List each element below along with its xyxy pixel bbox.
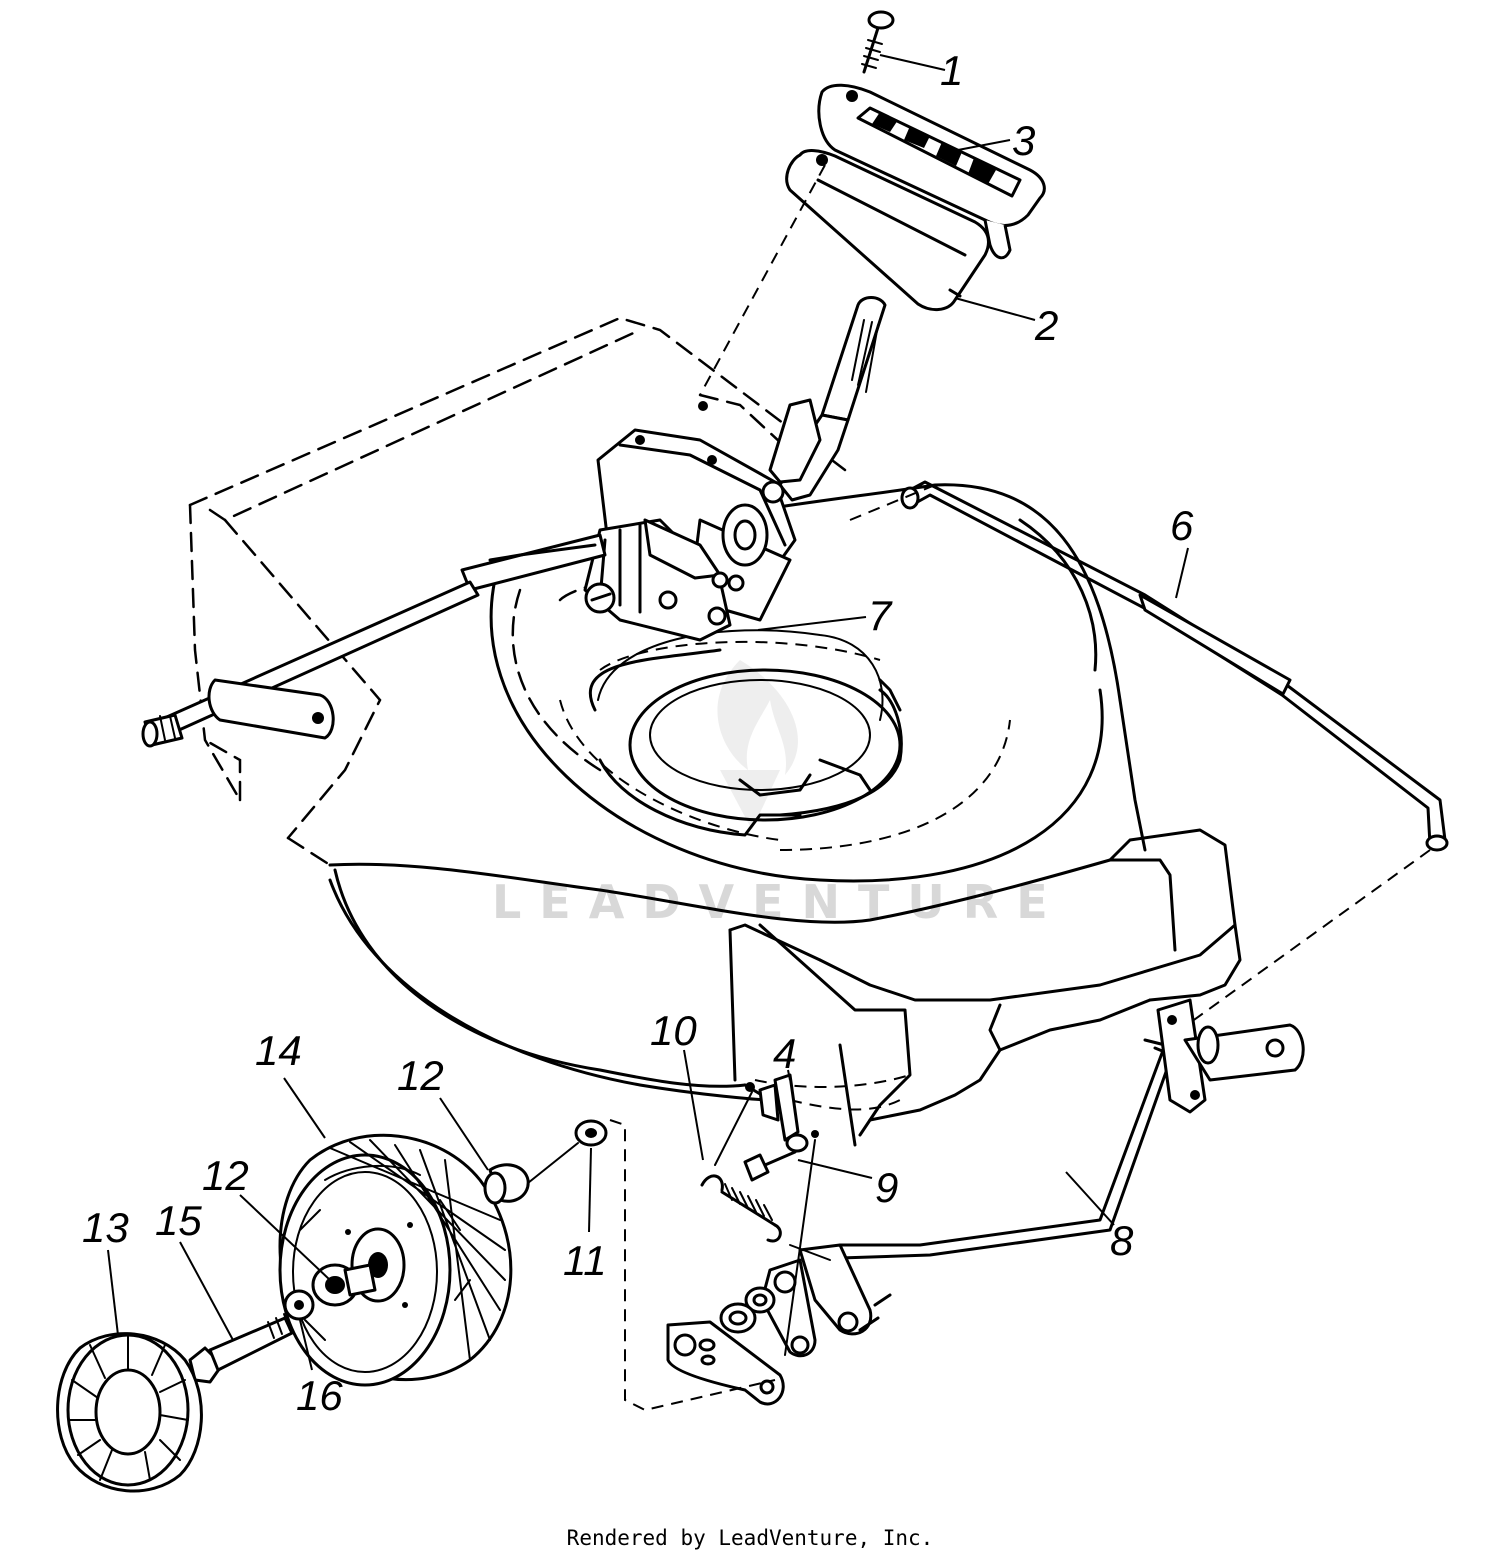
watermark-logo [717, 660, 798, 830]
callout-12-lower: 12 [202, 1152, 249, 1199]
height-adjuster-plate [817, 83, 1046, 260]
wheel [278, 1133, 513, 1387]
screw [861, 10, 895, 74]
callout-4: 4 [773, 1030, 796, 1077]
height-adjuster-bracket [785, 149, 991, 311]
callout-13: 13 [82, 1204, 129, 1251]
callout-16: 16 [296, 1372, 343, 1419]
callout-leaders [107, 54, 1189, 1371]
bolt [743, 1073, 819, 1182]
spring-hook-line [789, 1244, 831, 1261]
alignment-line-rod [1179, 849, 1431, 1031]
washer-small [283, 1289, 315, 1321]
footer-credit: Rendered by LeadVenture, Inc. [566, 1526, 934, 1550]
callout-12-upper: 12 [397, 1052, 444, 1099]
callout-6: 6 [1170, 502, 1194, 549]
bearing-inner [483, 1163, 530, 1205]
shoulder-bolt [188, 1313, 294, 1384]
mower-deck [188, 316, 1242, 1147]
washer [574, 1119, 608, 1147]
axle-line-bearing [527, 1142, 579, 1184]
alignment-line-bolt [784, 1139, 816, 1356]
rear-axle [838, 998, 1305, 1260]
callout-1: 1 [940, 47, 963, 94]
callout-9: 9 [875, 1164, 898, 1211]
spring [700, 1174, 782, 1243]
callout-3: 3 [1012, 117, 1035, 164]
rear-wheel-bracket [666, 1243, 892, 1406]
callout-8: 8 [1110, 1217, 1134, 1264]
alignment-line-deck [849, 484, 936, 521]
callout-10: 10 [650, 1007, 697, 1054]
callout-2: 2 [1034, 302, 1058, 349]
callout-14: 14 [255, 1027, 302, 1074]
callout-11: 11 [563, 1237, 607, 1284]
watermark-text: LEADVENTURE [492, 875, 1066, 929]
alignment-line-spring [714, 1091, 753, 1166]
hubcap [56, 1332, 203, 1493]
alignment-line-wheel [609, 1119, 776, 1412]
rear-handle-rod [900, 480, 1449, 852]
parts-diagram: LEADVENTURE [56, 10, 1449, 1493]
adjuster-lever [768, 296, 887, 502]
callout-15: 15 [155, 1197, 202, 1244]
callout-7: 7 [868, 592, 893, 639]
bearing-outer [311, 1263, 377, 1307]
alignment-line-plate [699, 164, 826, 396]
pivot-bracket [583, 428, 797, 642]
front-axle [141, 533, 607, 748]
